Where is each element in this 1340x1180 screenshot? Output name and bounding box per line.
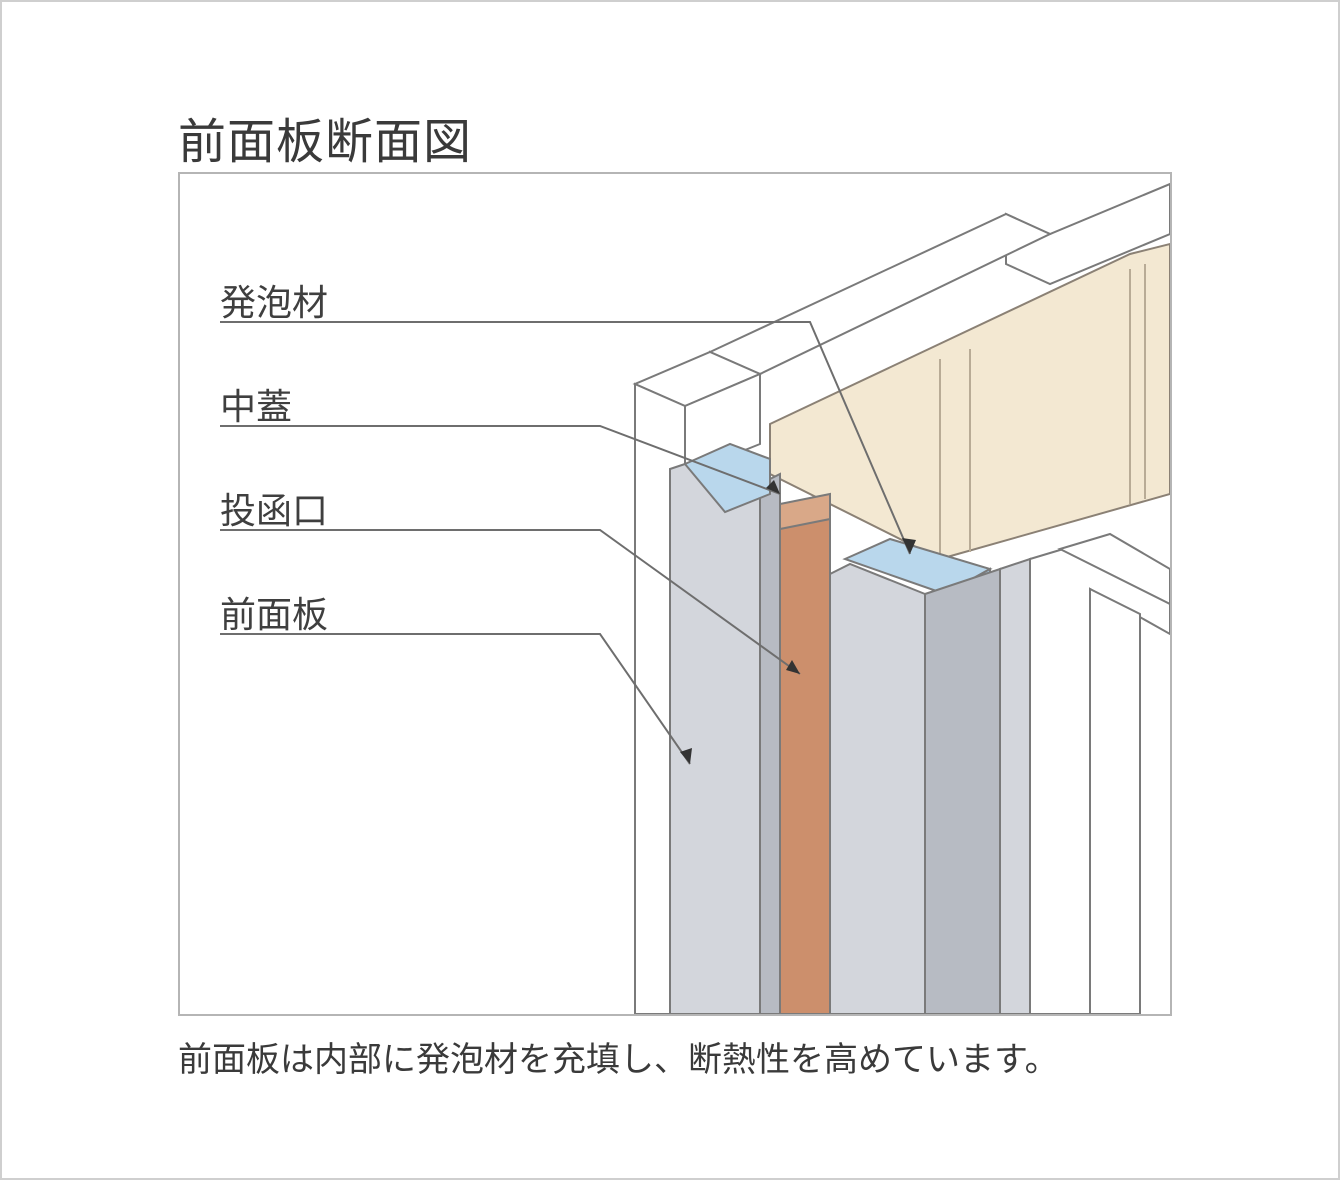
label-inner-lid: 中蓋 <box>220 387 293 428</box>
mail-slot-strip <box>779 492 831 1014</box>
leader-arrowheads <box>680 480 916 764</box>
leader-lines <box>220 321 911 765</box>
outer-frame-right <box>1029 532 1170 1014</box>
cross-section-illustration <box>220 182 1170 1014</box>
label-front-panel: 前面板 <box>220 595 329 636</box>
front-panel-left <box>669 457 781 1014</box>
label-foam: 発泡材 <box>220 283 329 324</box>
front-panel-right <box>829 557 1031 1014</box>
diagram-box: 発泡材 中蓋 投函口 前面板 <box>178 172 1172 1016</box>
diagram-title: 前面板断面図 <box>178 114 473 170</box>
foam-panel <box>769 242 1170 561</box>
rear-structure <box>632 182 1170 416</box>
diagram-caption: 前面板は内部に発泡材を充填し、断熱性を高めています。 <box>178 1040 1059 1080</box>
label-mail-slot: 投函口 <box>220 491 329 532</box>
